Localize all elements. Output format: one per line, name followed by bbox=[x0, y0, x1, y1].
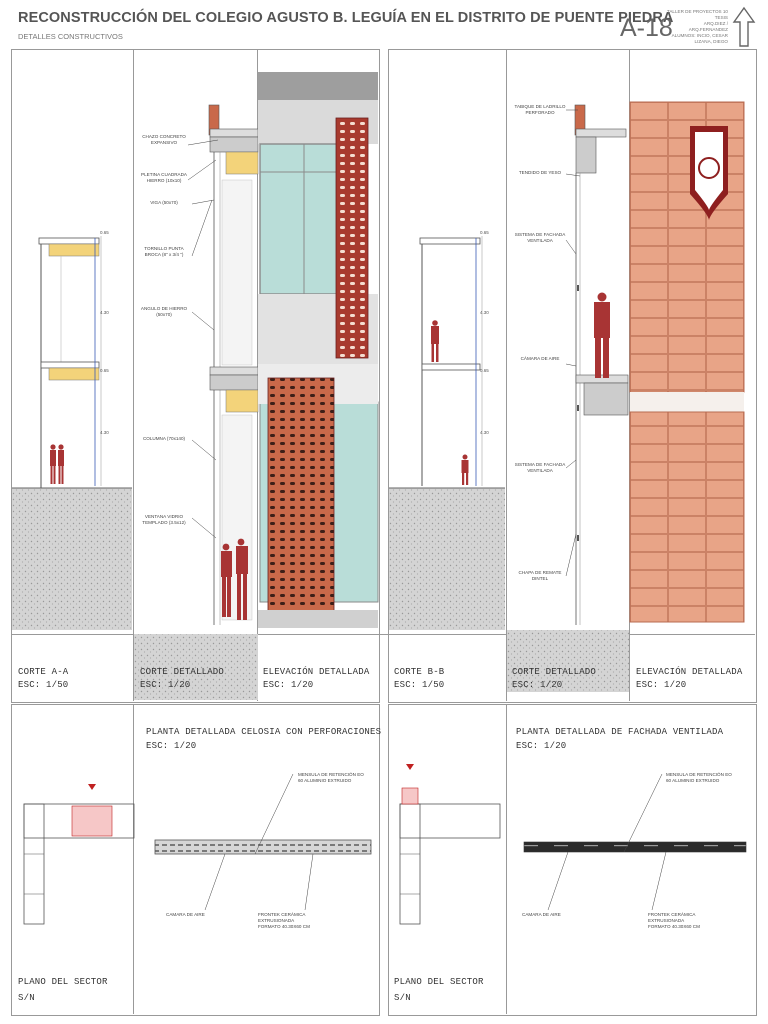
corte-detallado-title: CORTE DETALLADO bbox=[140, 667, 225, 677]
plan-title-b: PLANTA DETALLADA DE FACHADA VENTILADA bbox=[516, 727, 724, 737]
north-arrow-icon bbox=[732, 6, 756, 47]
elevacion-title: ELEVACIÓN DETALLADA bbox=[263, 667, 370, 677]
divider bbox=[506, 704, 507, 1014]
elevacion-scale: ESC: 1/20 bbox=[263, 680, 314, 690]
shield-icon bbox=[690, 126, 728, 220]
human-figure-icon bbox=[50, 444, 64, 484]
annotation: CHAZO CONCRETO EXPANSIVO bbox=[142, 134, 186, 145]
divider bbox=[133, 704, 134, 1014]
detail-section-b-drawing bbox=[574, 104, 629, 625]
corte-detallado-b-scale: ESC: 1/20 bbox=[512, 680, 563, 690]
celosia-plan-drawing bbox=[154, 773, 372, 911]
note-mensula: MENSULA DE RETENCIÓN EO 60 ALUMINIO EXTR… bbox=[298, 772, 364, 783]
note-frontek-b: FRONTEK CERÁMICA EXTRUSIONADA FORMATO 40… bbox=[648, 912, 700, 929]
note-camara: CAMARA DE AIRE bbox=[166, 912, 205, 917]
sector-title-b: PLANO DEL SECTOR bbox=[394, 977, 484, 987]
sheet-title: RECONSTRUCCIÓN DEL COLEGIO AGUSTO B. LEG… bbox=[18, 10, 674, 26]
corte-detallado-b-title: CORTE DETALLADO bbox=[512, 667, 597, 677]
sector-plan-right bbox=[399, 764, 501, 925]
dim-label: 0.65 bbox=[100, 368, 109, 373]
elevacion-b-title: ELEVACIÓN DETALLADA bbox=[636, 667, 743, 677]
annotation: COLUMNA (70x140) bbox=[142, 436, 186, 441]
dim-label: 4.30 bbox=[480, 310, 489, 315]
ground-fill bbox=[12, 487, 132, 630]
annotation-leaders bbox=[565, 109, 581, 577]
annotation-leaders bbox=[187, 139, 219, 539]
annotation: TORNILLO PUNTA BROCA (8" x 3/4 ") bbox=[144, 246, 184, 257]
right-upper-frame bbox=[388, 49, 757, 703]
right-lower-frame bbox=[388, 704, 757, 1016]
team-line: LIZANA, DIEGO bbox=[694, 39, 728, 44]
left-lower-frame bbox=[11, 704, 380, 1016]
annotation: VIGA (50x70) bbox=[150, 200, 178, 205]
annotation: TABIQUE DE LADRILLO PERFORADO bbox=[514, 104, 566, 115]
sheet-number: A-18 bbox=[620, 14, 673, 42]
sector-plan-left bbox=[23, 784, 135, 925]
sector-scale: S/N bbox=[18, 993, 35, 1003]
corte-bb-title: CORTE B-B bbox=[394, 667, 445, 677]
corte-detallado-scale: ESC: 1/20 bbox=[140, 680, 191, 690]
plan-scale: ESC: 1/20 bbox=[146, 741, 197, 751]
elevation-tile-drawing bbox=[629, 101, 745, 623]
annotation: PLETINA CUADRADA HIERRO (10x10) bbox=[141, 172, 187, 183]
note-frontek: FRONTEK CERÁMICA EXTRUSIONADA FORMATO 40… bbox=[258, 912, 310, 929]
dim-label: 4.30 bbox=[100, 310, 109, 315]
annotation: SISTEMA DE FACHADA VENTILADA bbox=[514, 462, 566, 473]
ground-fill bbox=[507, 630, 629, 692]
human-figure-icon bbox=[461, 454, 469, 485]
sheet-subtitle: DETALLES CONSTRUCTIVOS bbox=[18, 32, 123, 41]
annotation: SISTEMA DE FACHADA VENTILADA bbox=[514, 232, 566, 243]
human-figure-icon bbox=[431, 320, 439, 362]
team-line: TALLER DE PROYECTOS 10 TESIS bbox=[666, 9, 728, 20]
ground-fill bbox=[134, 634, 258, 700]
dim-label: 0.65 bbox=[480, 368, 489, 373]
annotation: CÁMARA DE AIRE bbox=[520, 356, 560, 361]
dim-label: 0.65 bbox=[480, 230, 489, 235]
title-band-line bbox=[11, 634, 755, 635]
dim-label: 0.65 bbox=[100, 230, 109, 235]
annotation: ANGULO DE HIERRO (50x70) bbox=[140, 306, 188, 317]
dim-label: 4.30 bbox=[480, 430, 489, 435]
note-mensula-b: MENSULA DE RETENCIÓN EO 60 ALUMINIO EXTR… bbox=[666, 772, 732, 783]
human-figure-icon bbox=[221, 538, 248, 620]
elevation-celosia-drawing bbox=[258, 72, 379, 628]
section-bb-drawing bbox=[419, 236, 483, 486]
sector-scale-b: S/N bbox=[394, 993, 411, 1003]
human-figure-icon bbox=[594, 292, 610, 378]
divider bbox=[506, 49, 507, 701]
team-line: ALUMNOS: INCIO, CESAR bbox=[671, 33, 728, 38]
detail-section-a-drawing bbox=[208, 104, 259, 625]
sector-title: PLANO DEL SECTOR bbox=[18, 977, 108, 987]
left-upper-frame bbox=[11, 49, 380, 703]
annotation: TENDIDO DE YESO bbox=[518, 170, 562, 175]
annotation: VENTANA VIDRIO TEMPLADO (3.5x12) bbox=[142, 514, 186, 525]
team-credits: TALLER DE PROYECTOS 10 TESIS ARQ.DIEZ / … bbox=[664, 9, 728, 45]
section-aa-drawing bbox=[38, 236, 102, 488]
corte-aa-title: CORTE A-A bbox=[18, 667, 69, 677]
ventilada-plan-drawing bbox=[523, 773, 747, 911]
corte-bb-scale: ESC: 1/50 bbox=[394, 680, 445, 690]
elevacion-b-scale: ESC: 1/20 bbox=[636, 680, 687, 690]
annotation: CHAPA DE REMATE DINTEL bbox=[518, 570, 562, 581]
dim-label: 4.30 bbox=[100, 430, 109, 435]
divider bbox=[133, 49, 134, 701]
ground-fill bbox=[389, 487, 505, 630]
team-line: ARQ.DIEZ / ARQ.FERNANDEZ bbox=[688, 21, 728, 32]
note-camara-b: CAMARA DE AIRE bbox=[522, 912, 561, 917]
corte-aa-scale: ESC: 1/50 bbox=[18, 680, 69, 690]
plan-title: PLANTA DETALLADA CELOSIA CON PERFORACION… bbox=[146, 727, 382, 737]
plan-scale-b: ESC: 1/20 bbox=[516, 741, 567, 751]
